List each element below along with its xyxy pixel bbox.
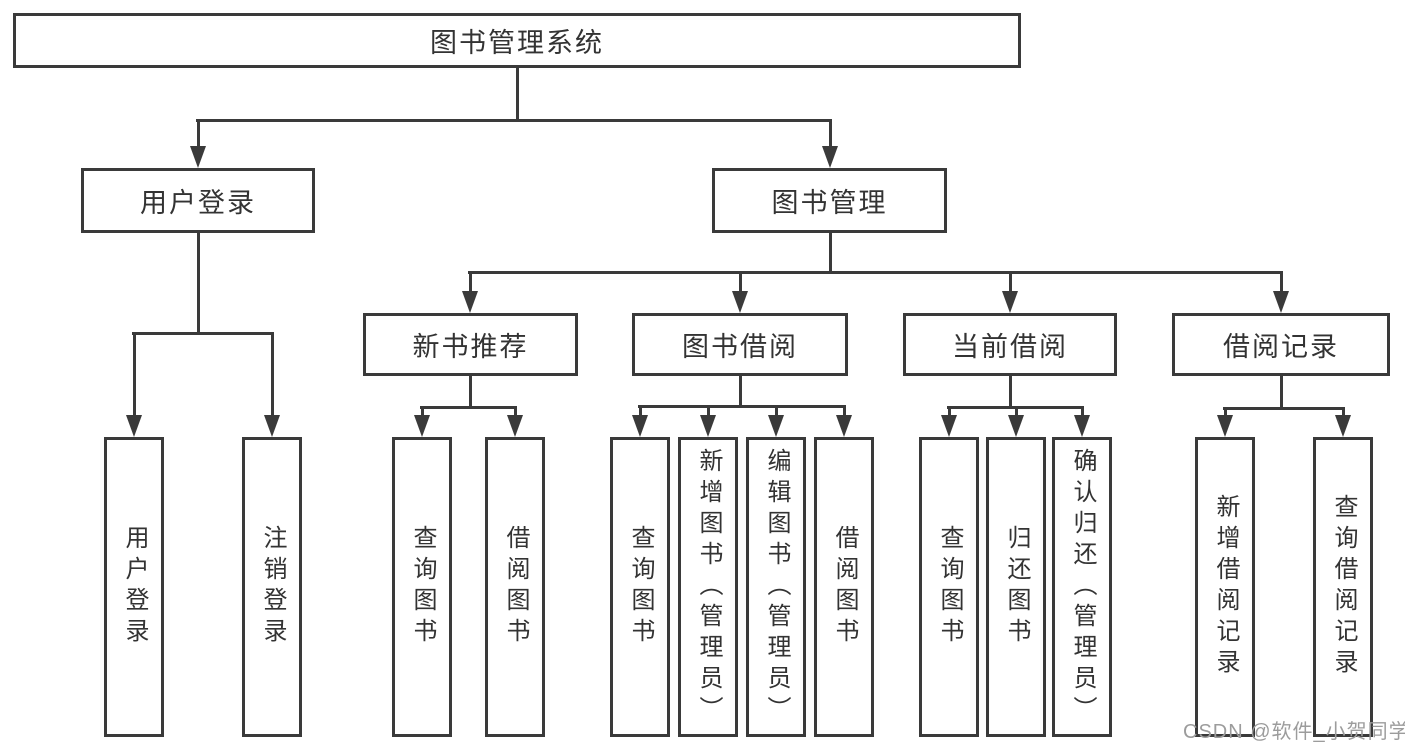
connector-line <box>829 119 832 149</box>
connector-line <box>1009 376 1012 408</box>
node-root: 图书管理系统 <box>13 13 1021 68</box>
connector-line <box>516 68 519 121</box>
node-current-borrow: 当前借阅 <box>903 313 1117 376</box>
connector-line <box>420 406 517 409</box>
connector-line <box>1015 406 1018 418</box>
arrow-down-icon <box>507 415 523 437</box>
leaf-logout: 注销登录 <box>242 437 302 737</box>
connector-line <box>1342 407 1345 418</box>
arrow-down-icon <box>414 415 430 437</box>
node-new-books: 新书推荐 <box>363 313 578 376</box>
node-book-borrow: 图书借阅 <box>632 313 848 376</box>
leaf-label: 用户登录 <box>121 525 148 649</box>
arrow-down-icon <box>768 415 784 437</box>
connector-line <box>271 332 274 418</box>
leaf-label: 查询图书 <box>936 525 963 649</box>
leaf-label: 借阅图书 <box>831 525 858 649</box>
connector-line <box>1009 271 1012 295</box>
connector-line <box>638 405 846 408</box>
arrow-down-icon <box>822 146 838 168</box>
leaf-label: 归还图书 <box>1003 525 1030 649</box>
leaf-current-confirm-admin: 确认归还（管理员） <box>1052 437 1112 737</box>
connector-line <box>468 271 1282 274</box>
leaf-newbooks-borrow: 借阅图书 <box>485 437 545 737</box>
arrow-down-icon <box>462 291 478 313</box>
connector-line <box>707 405 710 418</box>
connector-line <box>1280 376 1283 409</box>
leaf-borrow-query: 查询图书 <box>610 437 670 737</box>
leaf-label: 新增图书（管理员） <box>695 447 722 727</box>
connector-line <box>132 332 274 335</box>
arrow-down-icon <box>1008 415 1024 437</box>
node-user-login: 用户登录 <box>81 168 315 233</box>
leaf-label: 确认归还（管理员） <box>1069 447 1096 727</box>
connector-line <box>514 406 517 418</box>
leaf-newbooks-query: 查询图书 <box>392 437 452 737</box>
arrow-down-icon <box>1273 291 1289 313</box>
leaf-current-query: 查询图书 <box>919 437 979 737</box>
connector-line <box>421 406 424 418</box>
leaf-borrow-borrow: 借阅图书 <box>814 437 874 737</box>
leaf-borrow-edit-admin: 编辑图书（管理员） <box>746 437 806 737</box>
leaf-records-add: 新增借阅记录 <box>1195 437 1255 737</box>
connector-line <box>1223 407 1345 410</box>
leaf-current-return: 归还图书 <box>986 437 1046 737</box>
arrow-down-icon <box>1335 415 1351 437</box>
node-book-mgmt: 图书管理 <box>712 168 947 233</box>
connector-line <box>1280 271 1283 295</box>
connector-line <box>196 119 832 122</box>
arrow-down-icon <box>1002 291 1018 313</box>
leaf-label: 编辑图书（管理员） <box>763 447 790 727</box>
arrow-down-icon <box>941 415 957 437</box>
arrow-down-icon <box>190 146 206 168</box>
connector-line <box>775 405 778 418</box>
leaf-label: 查询借阅记录 <box>1330 494 1357 680</box>
leaf-label: 借阅图书 <box>502 525 529 649</box>
arrow-down-icon <box>264 415 280 437</box>
connector-line <box>1081 406 1084 418</box>
connector-line <box>197 119 200 149</box>
leaf-label: 查询图书 <box>627 525 654 649</box>
connector-line <box>948 406 951 418</box>
connector-line <box>843 405 846 418</box>
arrow-down-icon <box>700 415 716 437</box>
leaf-label: 注销登录 <box>259 525 286 649</box>
arrow-down-icon <box>732 291 748 313</box>
arrow-down-icon <box>1074 415 1090 437</box>
connector-line <box>829 233 832 273</box>
watermark: CSDN @软件_小贺同学 <box>1183 721 1405 743</box>
connector-line <box>1224 407 1227 418</box>
leaf-label: 查询图书 <box>409 525 436 649</box>
connector-line <box>639 405 642 418</box>
connector-line <box>739 376 742 407</box>
leaf-borrow-add-admin: 新增图书（管理员） <box>678 437 738 737</box>
connector-line <box>739 271 742 295</box>
connector-line <box>469 271 472 295</box>
connector-line <box>133 332 136 418</box>
node-borrow-records: 借阅记录 <box>1172 313 1390 376</box>
arrow-down-icon <box>632 415 648 437</box>
connector-line <box>197 233 200 334</box>
leaf-records-query: 查询借阅记录 <box>1313 437 1373 737</box>
arrow-down-icon <box>836 415 852 437</box>
leaf-user-login: 用户登录 <box>104 437 164 737</box>
arrow-down-icon <box>1217 415 1233 437</box>
arrow-down-icon <box>126 415 142 437</box>
leaf-label: 新增借阅记录 <box>1212 494 1239 680</box>
connector-line <box>469 376 472 408</box>
